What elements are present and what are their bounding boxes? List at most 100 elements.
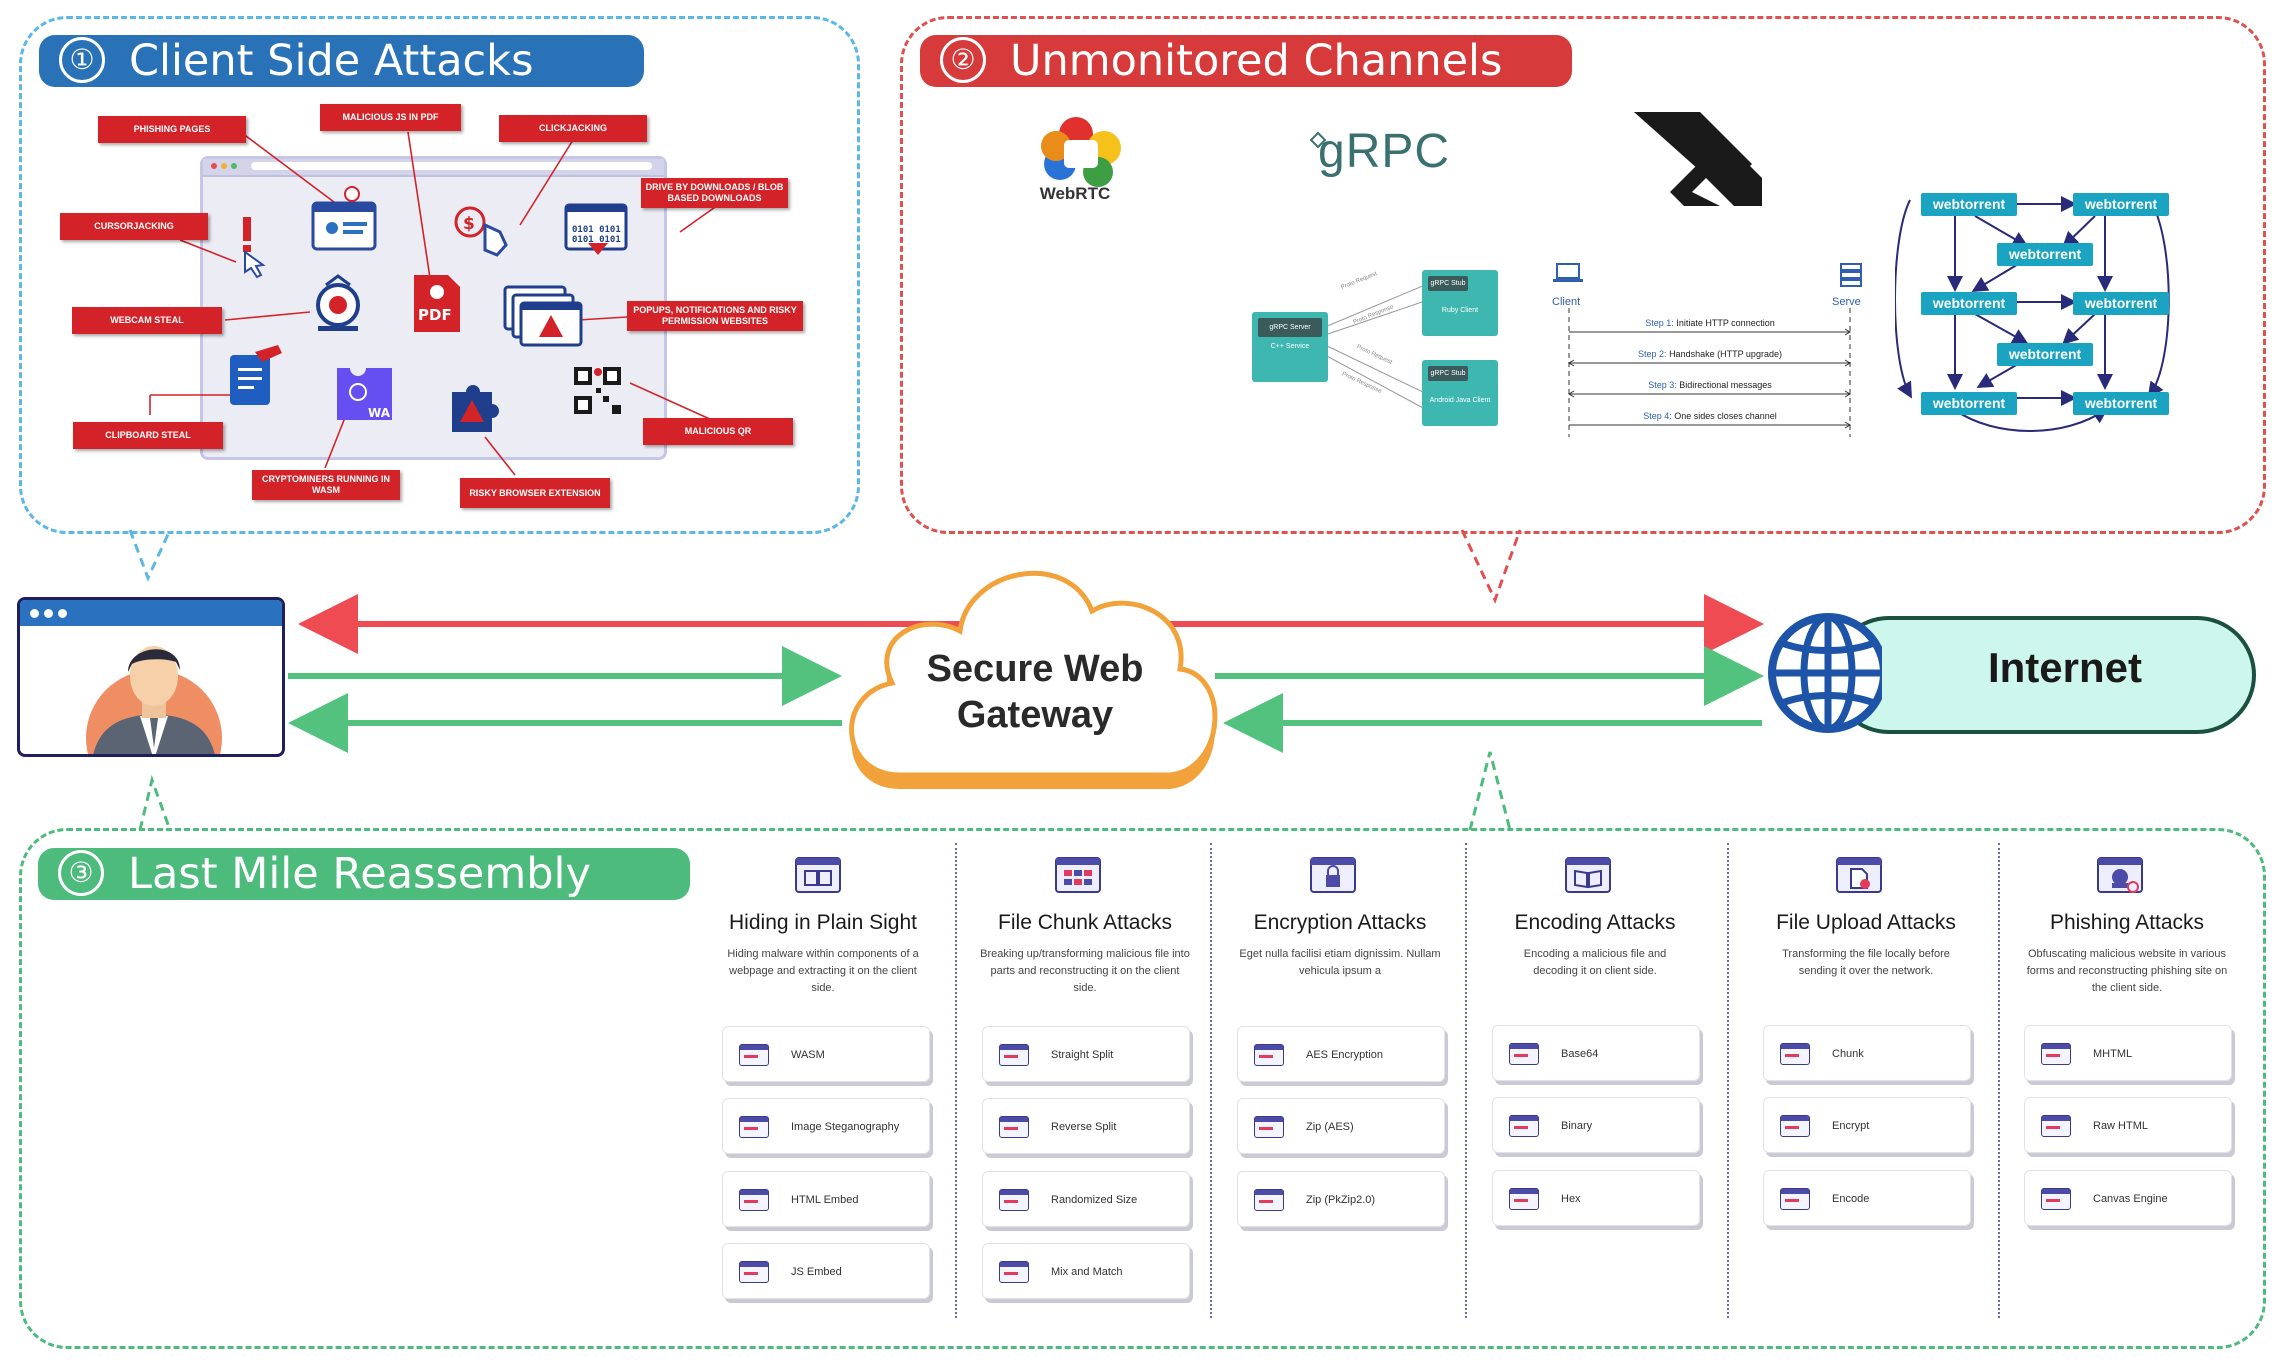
technique-icon — [739, 1044, 769, 1066]
technique-card[interactable]: Zip (PkZip2.0) — [1237, 1171, 1445, 1227]
internet-label: Internet — [1987, 644, 2142, 691]
technique-card[interactable]: HTML Embed — [722, 1171, 930, 1227]
technique-card[interactable]: Straight Split — [982, 1026, 1190, 1082]
technique-card[interactable]: Zip (AES) — [1237, 1098, 1445, 1154]
technique-label: Reverse Split — [1051, 1121, 1117, 1133]
technique-card[interactable]: WASM — [722, 1026, 930, 1082]
attack-label-phishing-pages: PHISHING PAGES — [98, 116, 246, 143]
webtorrent-node: webtorrent — [1997, 343, 2093, 366]
websocket-logo-icon — [1634, 112, 1762, 206]
file-upload-icon — [1836, 857, 1882, 893]
grpc-stub2-label: gRPC Stub — [1428, 366, 1468, 381]
technique-icon — [1254, 1189, 1284, 1211]
user-window — [17, 597, 285, 757]
attack-label-popups: POPUPS, NOTIFICATIONS AND RISKY PERMISSI… — [627, 301, 803, 331]
technique-card[interactable]: Mix and Match — [982, 1243, 1190, 1299]
collage-icons: PDF $ 0101 0101 0101 0101 — [149, 129, 726, 476]
column-separator — [1210, 843, 1212, 1318]
technique-label: Base64 — [1561, 1048, 1599, 1060]
clickjacking-icon: $ — [454, 206, 508, 257]
encryption-icon — [1310, 857, 1356, 893]
technique-label: Hex — [1561, 1193, 1581, 1205]
technique-icon — [1780, 1188, 1810, 1210]
technique-label: Binary — [1561, 1120, 1593, 1132]
column-separator — [955, 843, 957, 1318]
last-mile-title: ③ Last Mile Reassembly — [38, 848, 690, 900]
download-icon: 0101 0101 0101 0101 — [564, 203, 628, 255]
technique-card[interactable]: Binary — [1492, 1097, 1700, 1153]
webtorrent-node: webtorrent — [2073, 292, 2169, 315]
attack-label-malicious-js-pdf: MALICIOUS JS IN PDF — [320, 104, 461, 131]
technique-card[interactable]: Base64 — [1492, 1025, 1700, 1081]
webtorrent-node: webtorrent — [1921, 292, 2017, 315]
section-number: ③ — [58, 849, 104, 896]
technique-icon — [2041, 1188, 2071, 1210]
technique-label: Chunk — [1832, 1048, 1864, 1060]
column-separator — [1727, 843, 1729, 1318]
technique-card[interactable]: AES Encryption — [1237, 1026, 1445, 1082]
gateway-label: Secure Web Gateway — [926, 648, 1144, 736]
technique-label: Image Steganography — [791, 1121, 900, 1133]
technique-label: WASM — [791, 1049, 825, 1061]
column-desc: Breaking up/transforming malicious file … — [980, 948, 1190, 994]
server-icon — [1840, 263, 1862, 287]
phishing-attack-icon — [2097, 857, 2143, 893]
technique-icon — [999, 1261, 1029, 1283]
attack-label-malicious-qr: MALICIOUS QR — [643, 418, 793, 445]
technique-card[interactable]: Chunk — [1763, 1025, 1971, 1081]
technique-card[interactable]: Raw HTML — [2024, 1097, 2232, 1153]
svg-text:$: $ — [463, 214, 475, 234]
ws-client-label: Client — [1552, 296, 1581, 308]
ws-step-4: Step 4: One sides closes channel — [1643, 411, 1777, 421]
technique-card[interactable]: JS Embed — [722, 1243, 930, 1299]
attack-label-drive-by-downloads: DRIVE BY DOWNLOADS / BLOB BASED DOWNLOAD… — [641, 178, 788, 208]
technique-card[interactable]: Canvas Engine — [2024, 1170, 2232, 1226]
grpc-label: gRPC — [1318, 125, 1451, 178]
popup-icon — [503, 285, 583, 347]
technique-icon — [1509, 1188, 1539, 1210]
technique-label: Encrypt — [1832, 1120, 1870, 1132]
technique-icon — [999, 1044, 1029, 1066]
technique-label: Mix and Match — [1051, 1266, 1123, 1278]
technique-icon — [1509, 1043, 1539, 1065]
grpc-mark-icon — [1310, 132, 1326, 148]
section-title-text: Client Side Attacks — [129, 36, 534, 86]
technique-card[interactable]: Encode — [1763, 1170, 1971, 1226]
technique-icon — [2041, 1115, 2071, 1137]
user-avatar-icon — [86, 646, 222, 754]
extension-icon — [452, 385, 499, 432]
section-title-text: Last Mile Reassembly — [128, 849, 591, 899]
attack-label-risky-extension: RISKY BROWSER EXTENSION — [460, 478, 610, 508]
attack-label-webcam-steal: WEBCAM STEAL — [72, 307, 222, 334]
technique-card[interactable]: Randomized Size — [982, 1171, 1190, 1227]
webtorrent-node: webtorrent — [1921, 193, 2017, 216]
technique-icon — [739, 1189, 769, 1211]
column-title: Phishing Attacks — [2049, 911, 2205, 934]
technique-card[interactable]: Reverse Split — [982, 1098, 1190, 1154]
technique-icon — [1780, 1043, 1810, 1065]
technique-label: AES Encryption — [1306, 1049, 1384, 1061]
svg-text:0101 0101: 0101 0101 — [572, 235, 621, 245]
technique-card[interactable]: Hex — [1492, 1170, 1700, 1226]
unmonitored-channels-box — [900, 16, 2266, 534]
column-title: File Chunk Attacks — [998, 911, 1172, 934]
attack-label-clickjacking: CLICKJACKING — [499, 115, 647, 142]
technique-icon — [2041, 1043, 2071, 1065]
technique-label: Straight Split — [1051, 1049, 1114, 1061]
technique-icon — [739, 1261, 769, 1283]
technique-card[interactable]: Image Steganography — [722, 1098, 930, 1154]
webtorrent-mesh-lines — [1895, 196, 2170, 432]
technique-card[interactable]: MHTML — [2024, 1025, 2232, 1081]
webrtc-label: WebRTC — [1039, 184, 1111, 203]
client-attacks-box — [19, 16, 860, 534]
technique-card[interactable]: Encrypt — [1763, 1097, 1971, 1153]
column-desc: Eget nulla facilisi etiam dignissim. Nul… — [1239, 948, 1441, 977]
column-desc: Encoding a malicious file and decoding i… — [1523, 948, 1667, 977]
cursorjacking-icon — [243, 217, 266, 279]
svg-text:0101 0101: 0101 0101 — [572, 225, 621, 235]
technique-icon — [999, 1189, 1029, 1211]
column-title: Encoding Attacks — [1514, 911, 1676, 934]
column-title: Hiding in Plain Sight — [729, 911, 917, 934]
